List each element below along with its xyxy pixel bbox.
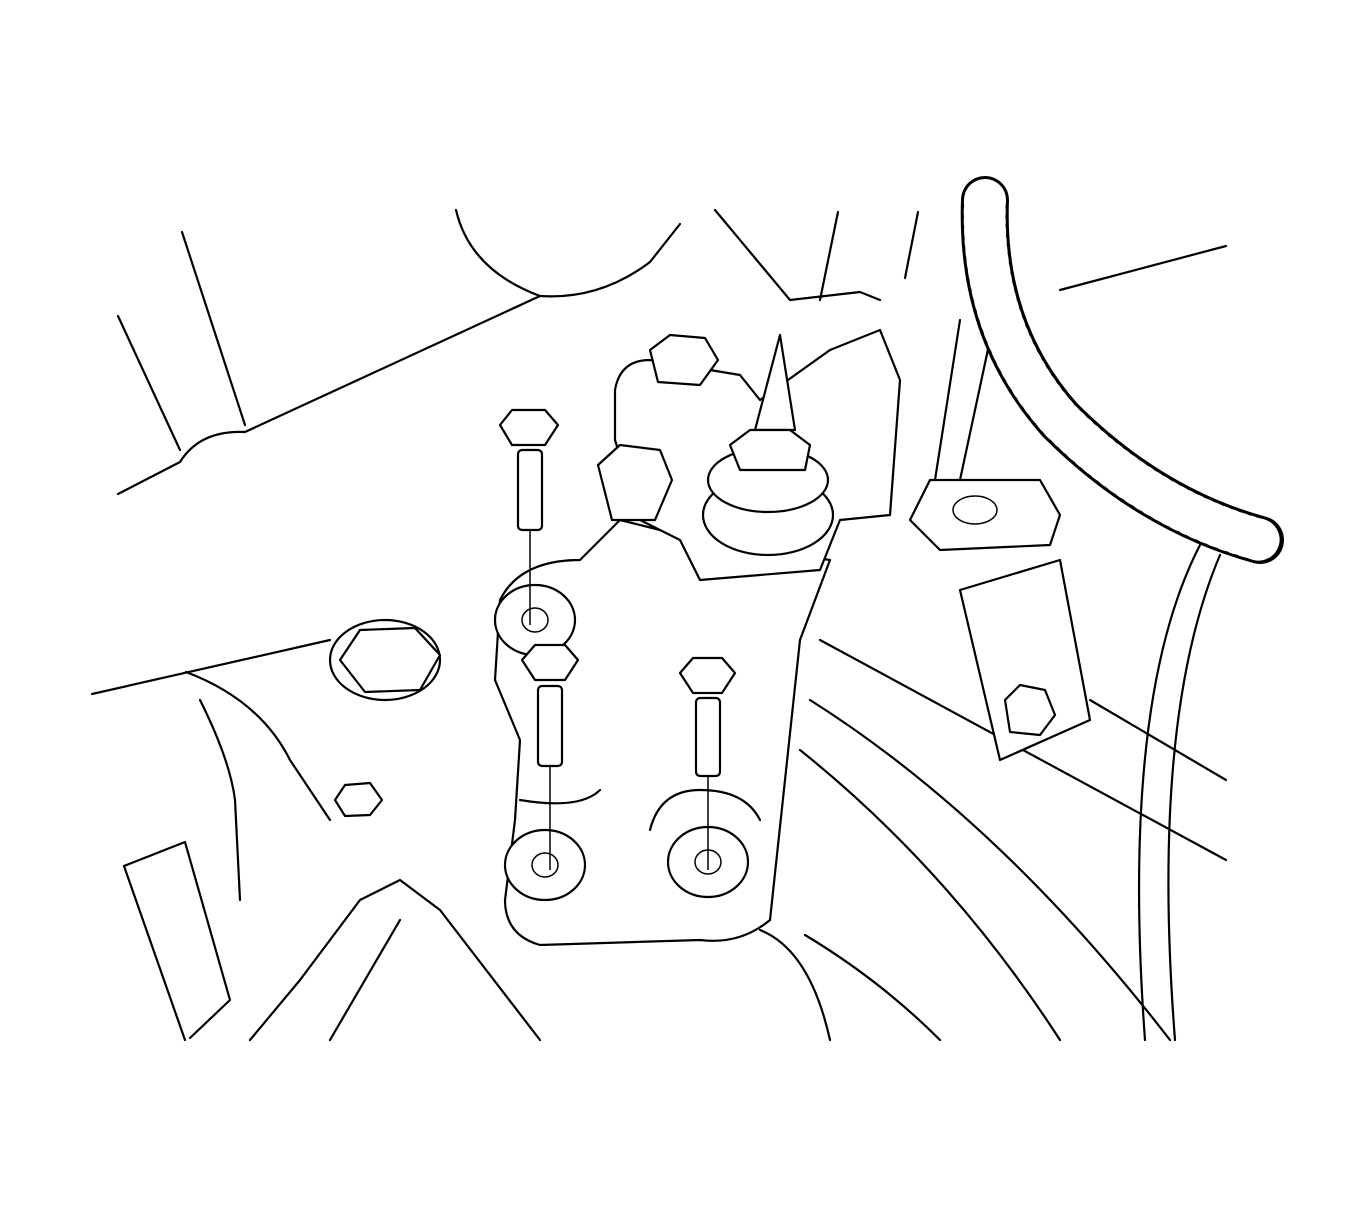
hex-nut-icon — [728, 428, 812, 472]
bolt-1 — [498, 408, 560, 625]
large-hex-bolt — [328, 618, 442, 818]
hex-flange-bolt-icon — [678, 656, 737, 695]
harness-bracket — [908, 318, 1092, 762]
bolt-3 — [678, 656, 737, 870]
hex-flange-bolt-icon — [520, 643, 580, 682]
bolt-2 — [520, 643, 580, 870]
hex-flange-bolt-icon — [498, 408, 560, 447]
hex-bolt-icon — [338, 626, 442, 694]
exploded-bolts — [498, 408, 737, 870]
small-bolt-icon — [333, 781, 384, 818]
upper-mount-assembly — [596, 328, 902, 582]
wire-harness — [960, 176, 1284, 1042]
side-bolt-icon — [596, 443, 674, 522]
bracket-nut-icon — [1003, 683, 1057, 737]
top-bolt-icon — [648, 333, 720, 387]
